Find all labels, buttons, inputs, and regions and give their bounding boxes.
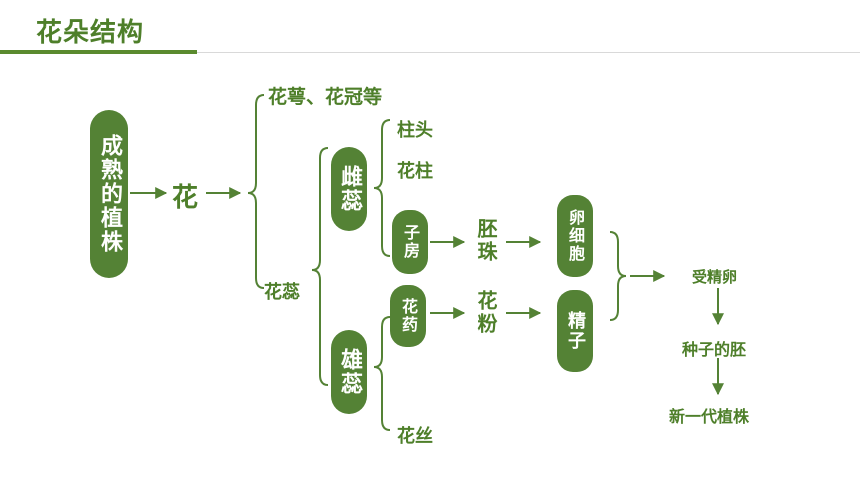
node-fertilized-egg: 受精卵 — [692, 268, 738, 286]
node-stamen: 雄蕊 — [331, 330, 367, 414]
node-mature-plant: 成熟的植株 — [90, 110, 128, 278]
brace-pistil — [373, 119, 391, 257]
title-underline — [0, 50, 197, 54]
node-egg-cell: 卵细胞 — [557, 195, 593, 277]
node-ovule: 胚珠 — [474, 218, 498, 264]
node-stigma: 柱头 — [397, 120, 433, 141]
brace-gametes — [609, 231, 627, 321]
node-flower: 花 — [172, 183, 199, 213]
brace-stamen — [373, 316, 391, 431]
node-pollen: 花粉 — [474, 290, 498, 336]
node-style: 花柱 — [397, 161, 433, 182]
node-pistil-stamen: 花蕊 — [264, 282, 300, 303]
node-sepal-petal: 花萼、花冠等 — [268, 86, 383, 108]
node-filament: 花丝 — [397, 426, 433, 447]
node-ovary: 子房 — [392, 210, 428, 274]
node-sperm: 精子 — [557, 290, 593, 372]
brace-flower — [247, 94, 265, 289]
page-title: 花朵结构 — [36, 18, 145, 48]
node-new-plant: 新一代植株 — [669, 407, 750, 426]
brace-pistil-stamen — [311, 147, 329, 386]
node-pistil: 雌蕊 — [331, 147, 367, 231]
node-seed-embryo: 种子的胚 — [682, 340, 747, 359]
node-anther: 花药 — [390, 285, 426, 347]
header-divider — [197, 52, 860, 53]
